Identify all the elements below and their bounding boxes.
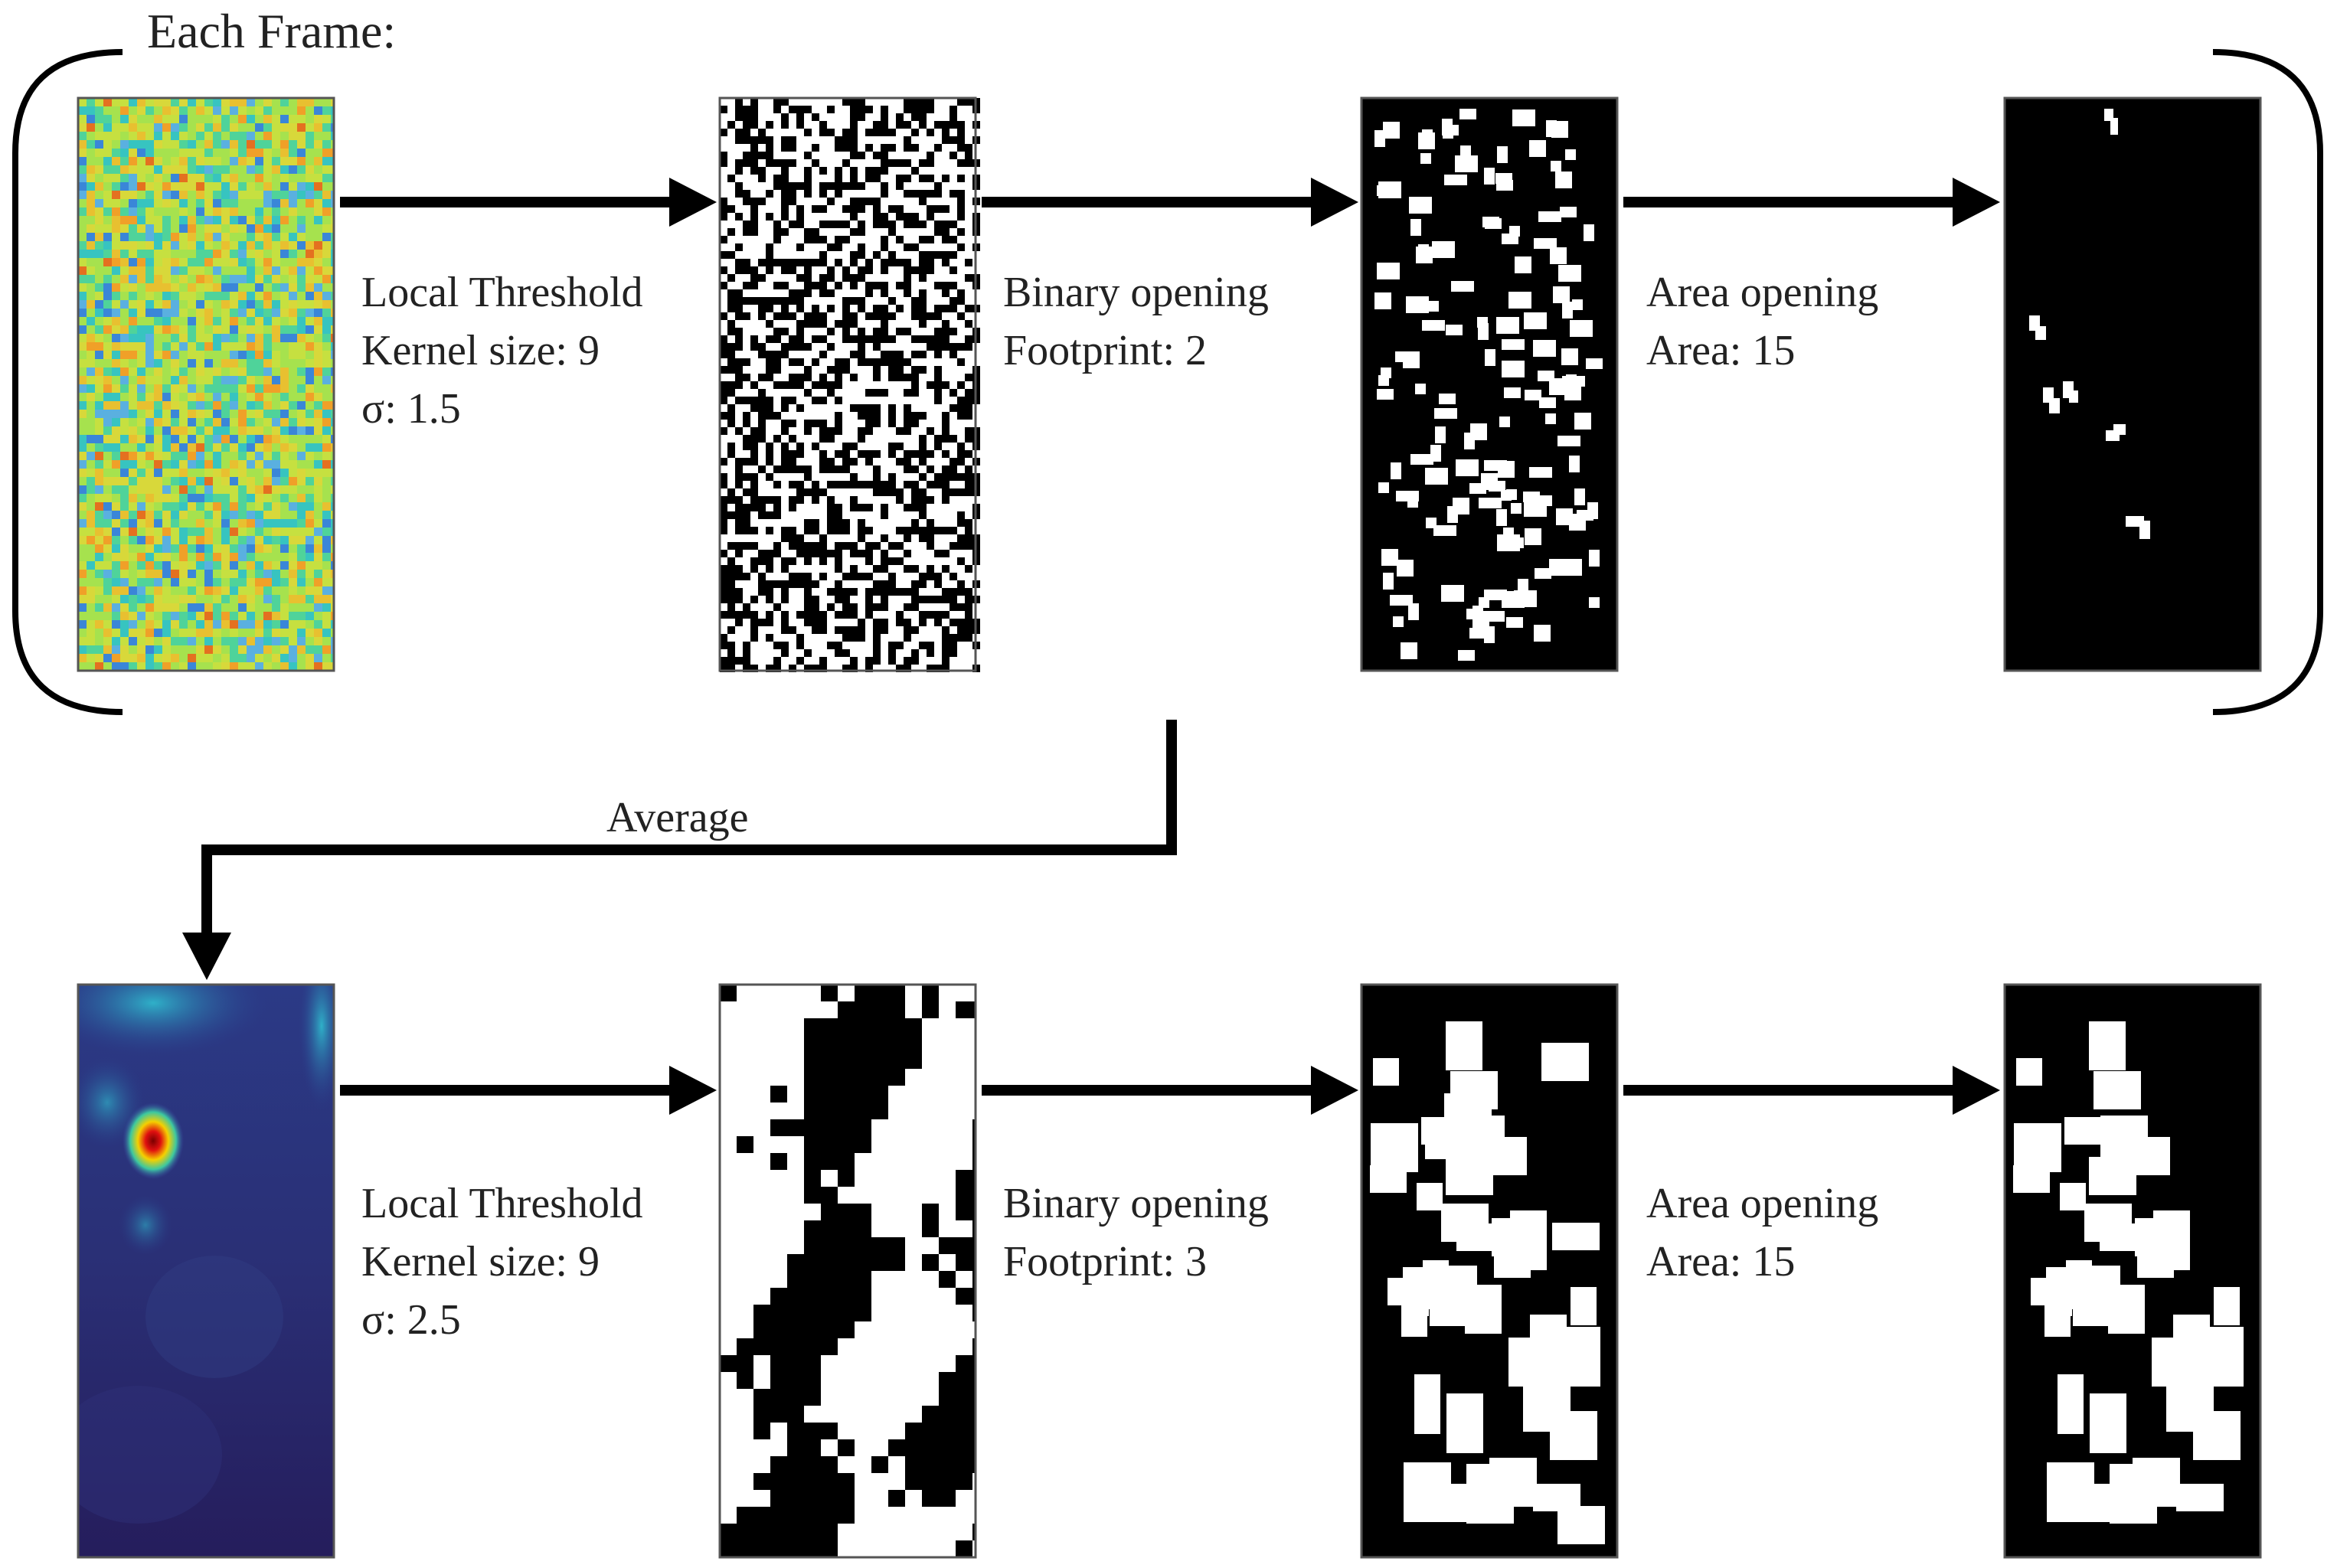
label-line: Footprint: 3 bbox=[1003, 1238, 1207, 1285]
label-line: Binary opening bbox=[1003, 269, 1269, 316]
right-bracket bbox=[2212, 49, 2323, 715]
row1-arrow-1 bbox=[340, 178, 717, 227]
label-line: Kernel size: 9 bbox=[361, 1238, 600, 1285]
row2-step2-label: Binary opening Footprint: 3 bbox=[1003, 1180, 1269, 1285]
row2-local-threshold-panel bbox=[718, 983, 989, 1559]
label-line: Area: 15 bbox=[1646, 327, 1795, 374]
row1-step1-label: Local Threshold Kernel size: 9 σ: 1.5 bbox=[361, 269, 643, 433]
row2-step3-label: Area opening Area: 15 bbox=[1646, 1180, 1878, 1285]
row2-step1-label: Local Threshold Kernel size: 9 σ: 2.5 bbox=[361, 1180, 643, 1344]
label-line: Local Threshold bbox=[361, 1180, 643, 1227]
label-line: σ: 1.5 bbox=[361, 385, 461, 433]
label-line: Binary opening bbox=[1003, 1180, 1269, 1227]
label-line: Local Threshold bbox=[361, 269, 643, 316]
row1-step3-label: Area opening Area: 15 bbox=[1646, 269, 1878, 374]
left-bracket bbox=[12, 49, 123, 715]
row1-arrow-2 bbox=[982, 178, 1358, 227]
row2-binary-opening-panel bbox=[1360, 983, 1619, 1559]
row1-local-threshold-panel bbox=[718, 96, 980, 672]
label-line: σ: 2.5 bbox=[361, 1296, 461, 1344]
row1-binary-opening-panel bbox=[1360, 96, 1619, 672]
diagram-title: Each Frame: bbox=[147, 4, 396, 58]
label-line: Area: 15 bbox=[1646, 1238, 1795, 1285]
row2-arrow-3 bbox=[1623, 1066, 2000, 1115]
row1-raw-frame-panel bbox=[77, 96, 335, 672]
row2-arrow-1 bbox=[340, 1066, 717, 1115]
row1-area-opening-panel bbox=[2003, 96, 2262, 672]
label-line: Area opening bbox=[1646, 269, 1878, 316]
row2-area-opening-panel bbox=[2003, 983, 2262, 1559]
row2-arrow-2 bbox=[982, 1066, 1358, 1115]
average-label: Average bbox=[606, 794, 749, 841]
row1-step2-label: Binary opening Footprint: 2 bbox=[1003, 269, 1269, 374]
row1-arrow-3 bbox=[1623, 178, 2000, 227]
label-line: Footprint: 2 bbox=[1003, 327, 1207, 374]
label-line: Kernel size: 9 bbox=[361, 327, 600, 374]
average-arrow bbox=[182, 720, 1177, 980]
label-line: Area opening bbox=[1646, 1180, 1878, 1227]
row2-averaged-frame-panel bbox=[77, 983, 335, 1559]
